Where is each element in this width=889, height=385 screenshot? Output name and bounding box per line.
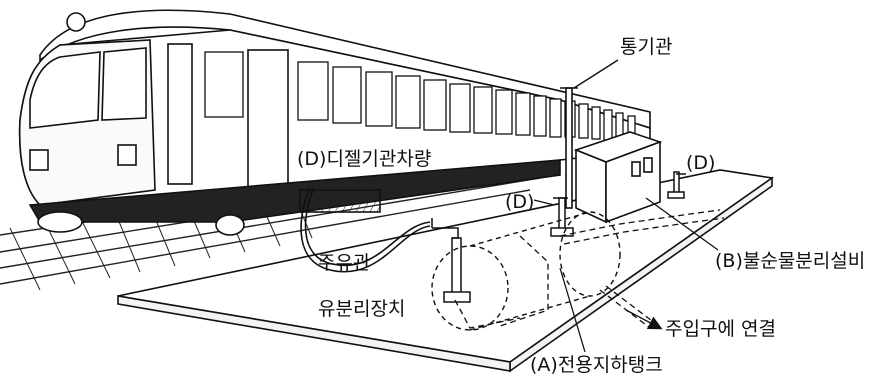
separator-building bbox=[573, 131, 663, 224]
dashed-piping bbox=[454, 209, 725, 329]
dispenser-right bbox=[667, 171, 686, 199]
fill-inlet-arrow bbox=[625, 309, 663, 330]
diesel-vehicle-label: (D)디젤기관차량 bbox=[297, 148, 432, 170]
fill-inlet-connection-label: 주입구에 연결 bbox=[665, 318, 776, 340]
vent-pipe-leader bbox=[573, 59, 619, 89]
dispenser-left bbox=[431, 218, 471, 303]
oil-separator-label: 유분리장치 bbox=[318, 298, 406, 320]
fuel-hose bbox=[300, 187, 431, 273]
oil-water-separator-label: (B)불순물분리설비 bbox=[715, 250, 866, 272]
leader-lines bbox=[533, 197, 719, 353]
diesel-train bbox=[18, 9, 651, 236]
dispenser-right-label: (D) bbox=[686, 152, 716, 174]
underground-tank-label: (A)전용지하탱크 bbox=[530, 354, 663, 376]
fuel-hose-label: 주유관 bbox=[318, 252, 371, 274]
dispenser-center-label: (D) bbox=[505, 191, 535, 213]
vent-pipe-label: 통기관 bbox=[620, 36, 673, 58]
